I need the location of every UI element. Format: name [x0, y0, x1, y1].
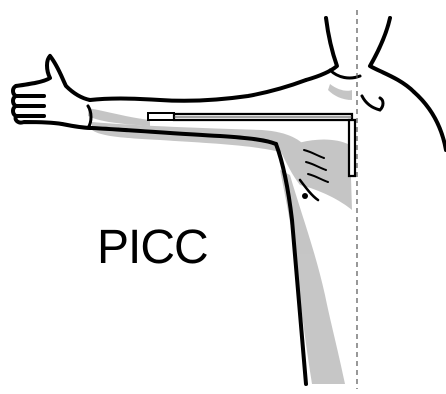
nipple-mark — [302, 193, 308, 199]
catheter-insertion-segment — [148, 113, 174, 120]
body-outline — [13, 18, 446, 384]
catheter-vertical-segment — [349, 120, 355, 176]
picc-label: PICC — [97, 224, 208, 272]
